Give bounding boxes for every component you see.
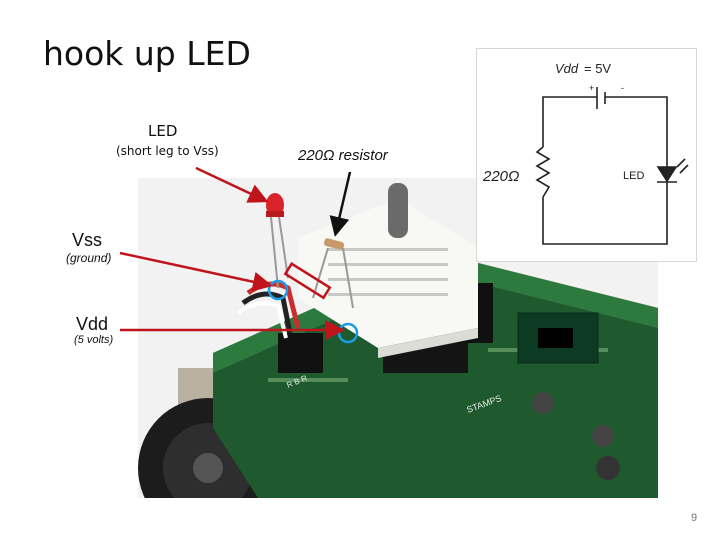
schematic-plus: + (589, 83, 594, 93)
schematic-minus: - (621, 83, 624, 93)
schematic-resistor-label: 220Ω (482, 168, 519, 185)
schematic-vdd-value: = 5V (584, 61, 611, 76)
led-symbol (656, 158, 689, 183)
led-circuit-schematic: Vdd = 5V + - 220Ω LED (476, 48, 697, 262)
vss-note: (ground) (66, 251, 112, 265)
slide-title: hook up LED (43, 34, 251, 73)
page-number: 9 (691, 512, 698, 524)
vdd-note: (5 volts) (74, 334, 114, 346)
vss-label: Vss (72, 230, 103, 250)
schematic-vdd-label: Vdd (555, 61, 579, 76)
vdd-label: Vdd (76, 314, 109, 334)
schematic-led-label: LED (623, 170, 644, 182)
led-label: LED (148, 122, 178, 140)
led-note: (short leg to Vss) (116, 144, 219, 158)
resistor-label: 220Ω resistor (298, 147, 388, 164)
